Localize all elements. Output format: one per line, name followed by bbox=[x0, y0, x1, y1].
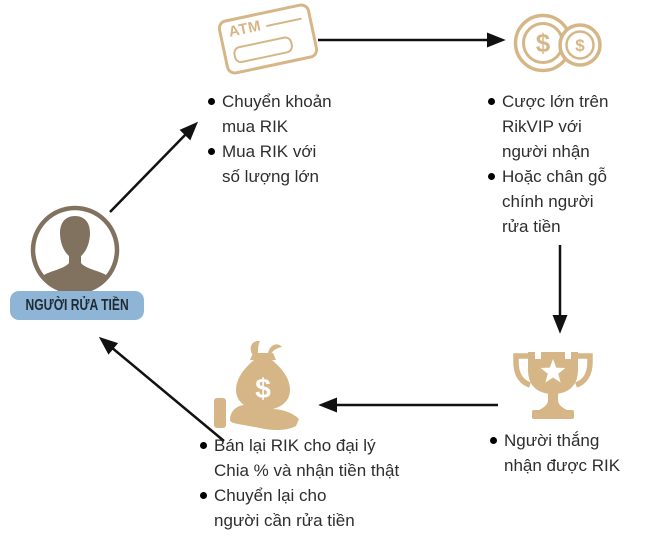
text-block-winner: Người thắng nhận được RIK bbox=[490, 428, 655, 478]
list-item: Chuyển khoản mua RIK bbox=[208, 89, 378, 139]
list-line: mua RIK bbox=[222, 117, 289, 136]
bullet-icon bbox=[200, 442, 207, 449]
list-line: nhận được RIK bbox=[504, 456, 621, 475]
list-line: Chuyển lại cho bbox=[214, 486, 327, 505]
money-bag-icon: $ bbox=[214, 340, 299, 431]
dollar-coins-icon: $ $ bbox=[513, 13, 602, 73]
list-line: Cược lớn trên bbox=[502, 92, 609, 111]
arrow-person-to-atm bbox=[109, 121, 198, 213]
atm-card-slot bbox=[232, 35, 295, 65]
person-label: NGƯỜI RỬA TIỀN bbox=[25, 296, 129, 314]
list-item: Cược lớn trên RikVIP với người nhận bbox=[488, 89, 653, 164]
person-icon bbox=[30, 205, 120, 295]
list-item: Chuyển lại cho người cần rửa tiền bbox=[200, 483, 450, 533]
text-block-sell-rik: Bán lại RIK cho đại lý Chia % và nhận ti… bbox=[200, 433, 450, 533]
list-line: số lượng lớn bbox=[222, 167, 319, 186]
person-label-badge: NGƯỜI RỬA TIỀN bbox=[10, 291, 144, 320]
list-line: chính người bbox=[502, 192, 594, 211]
bullet-icon bbox=[208, 98, 215, 105]
text-block-buy-rik: Chuyển khoản mua RIK Mua RIK với số lượn… bbox=[208, 89, 378, 189]
list-line: người cần rửa tiền bbox=[214, 511, 355, 530]
bullet-icon bbox=[488, 98, 495, 105]
bullet-icon bbox=[490, 437, 497, 444]
text-block-bet-rikvip: Cược lớn trên RikVIP với người nhận Hoặc… bbox=[488, 89, 653, 239]
list-item: Hoặc chân gỗ chính người rửa tiền bbox=[488, 164, 653, 239]
atm-card-label: ATM bbox=[227, 17, 263, 41]
list-line: RikVIP với bbox=[502, 117, 582, 136]
trophy-icon bbox=[513, 352, 593, 419]
list-line: Chia % và nhận tiền thật bbox=[214, 461, 400, 480]
list-line: Người thắng bbox=[504, 431, 600, 450]
bullet-icon bbox=[488, 173, 495, 180]
atm-card-stripe bbox=[266, 17, 302, 28]
list-item: Bán lại RIK cho đại lý Chia % và nhận ti… bbox=[200, 433, 450, 483]
arrow-moneybag-to-person bbox=[98, 336, 225, 442]
bullet-icon bbox=[200, 492, 207, 499]
list-item: Người thắng nhận được RIK bbox=[490, 428, 655, 478]
list-line: Mua RIK với bbox=[222, 142, 317, 161]
dollar-sign-large: $ bbox=[536, 28, 551, 58]
list-line: Bán lại RIK cho đại lý bbox=[214, 436, 376, 455]
atm-card-icon: ATM bbox=[216, 1, 320, 77]
list-line: rửa tiền bbox=[502, 217, 561, 236]
list-line: người nhận bbox=[502, 142, 590, 161]
list-item: Mua RIK với số lượng lớn bbox=[208, 139, 378, 189]
dollar-sign-small: $ bbox=[575, 36, 585, 55]
list-line: Hoặc chân gỗ bbox=[502, 167, 607, 186]
bullet-icon bbox=[208, 148, 215, 155]
list-line: Chuyển khoản bbox=[222, 92, 332, 111]
dollar-sign-bag: $ bbox=[255, 373, 271, 404]
